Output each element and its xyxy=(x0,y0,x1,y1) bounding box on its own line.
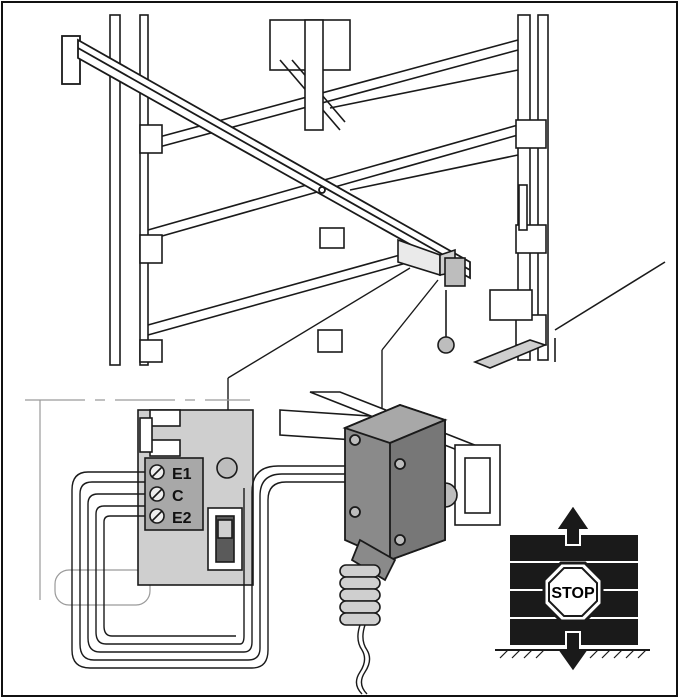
operator-rail xyxy=(61,35,471,280)
terminal-c-label: C xyxy=(172,488,184,505)
terminal-e1-label: E1 xyxy=(172,466,192,483)
terminal-e2-label: E2 xyxy=(172,510,192,527)
stop-octagon-icon xyxy=(542,561,604,623)
terminal-c xyxy=(149,486,165,502)
callout-lines xyxy=(227,267,439,430)
pull-cord xyxy=(355,624,371,695)
wiring-harness xyxy=(71,465,345,669)
terminal-e1 xyxy=(149,464,165,480)
garage-door-assembly xyxy=(109,14,666,369)
arrow-down-icon xyxy=(554,631,592,674)
control-housing-outline xyxy=(25,399,250,606)
sensor-box-detail xyxy=(342,404,448,582)
terminal-block xyxy=(144,457,204,531)
terminal-e2 xyxy=(149,508,165,524)
arrow-up-icon xyxy=(554,503,592,546)
stop-door-icon: STOP xyxy=(495,503,650,674)
coiled-cable xyxy=(339,564,381,626)
rail-sensor-box xyxy=(397,238,466,354)
stop-label: STOP xyxy=(551,585,595,602)
